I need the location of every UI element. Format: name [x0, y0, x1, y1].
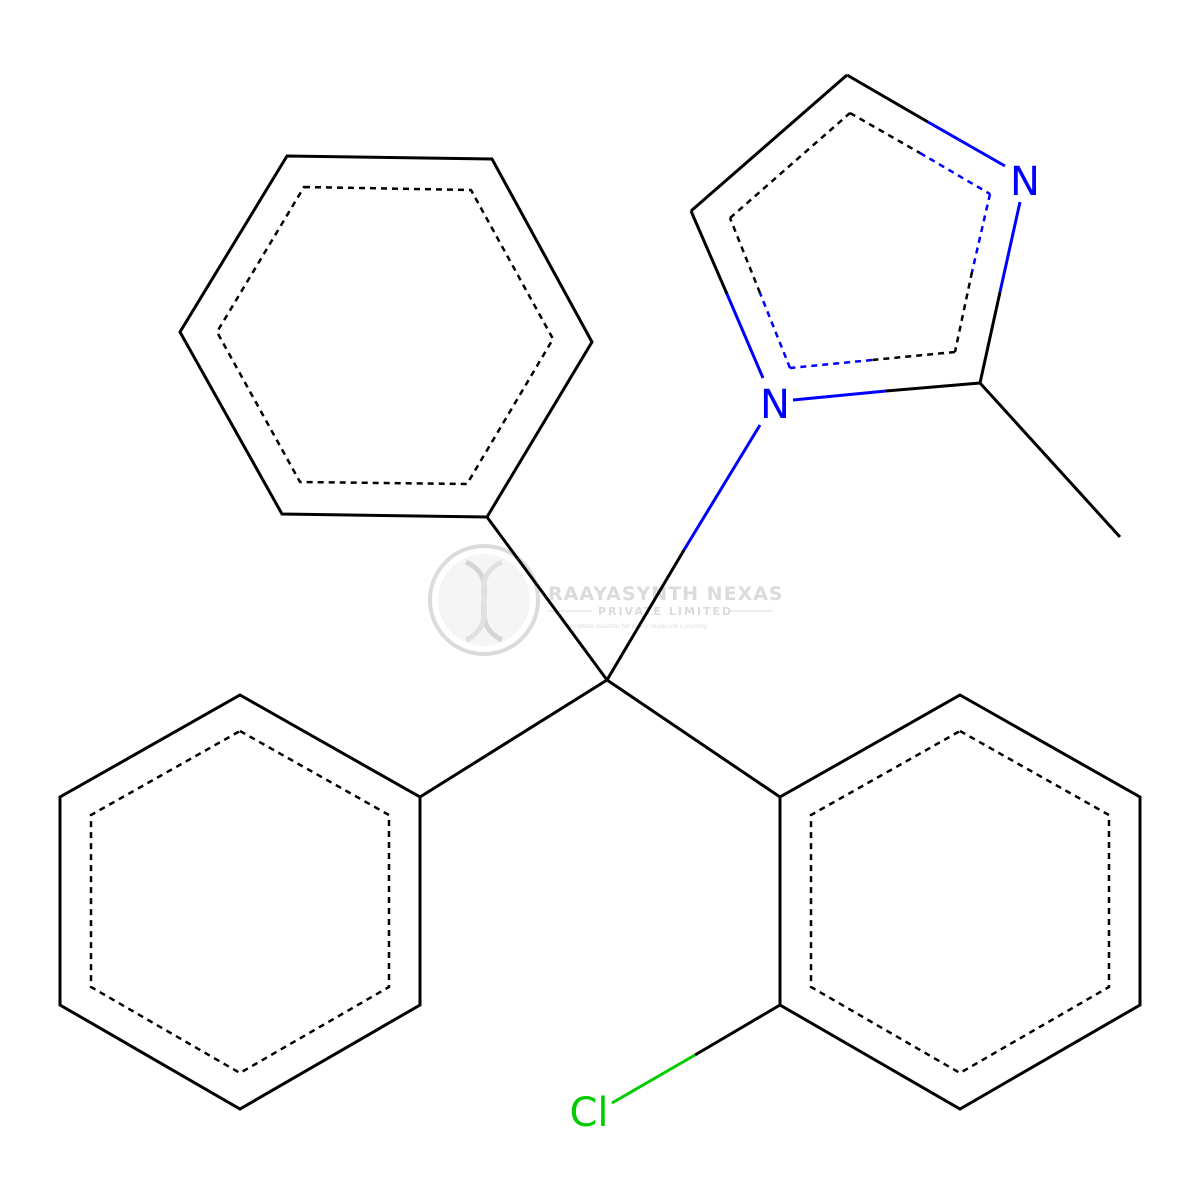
imidazole-dash-c2-n1-c	[871, 350, 956, 362]
bond-ring-to-cl-c-half	[694, 1003, 781, 1057]
watermark-logo-ring	[428, 544, 540, 656]
phenyl-ring-left-aromatic-circle	[89, 729, 391, 1075]
imidazole-bond-n3-c2-n-half	[998, 201, 1022, 293]
imidazole-dash-c4-c5	[729, 112, 851, 219]
imidazole-dash-c5-n1-c	[728, 217, 762, 294]
imidazole-bond-c4-n3-n-half	[927, 120, 1006, 168]
watermark: RAAYASYNTH NEXAS PRIVATE LIMITED complet…	[428, 544, 784, 656]
chlorine-bond	[611, 1003, 781, 1105]
watermark-subtitle: PRIVATE LIMITED	[598, 605, 733, 618]
imidazole-dash-c4-n3-n	[919, 151, 991, 196]
bond-central-to-left-phenyl	[419, 678, 608, 799]
imidazole-aromatic-circle	[728, 111, 992, 370]
imidazole-dash-c5-n1-n	[758, 292, 792, 369]
bond-methyl	[978, 381, 1122, 539]
imidazole-bond-c2-n1-c-half	[885, 381, 981, 393]
imidazole-bond-n3-c2-c-half	[978, 291, 1002, 384]
bond-ring-to-cl-cl-half	[611, 1053, 696, 1105]
central-carbon-bonds	[419, 424, 781, 799]
imidazole-bond-c5-n1-c-half	[689, 210, 729, 295]
watermark-title: RAAYASYNTH NEXAS	[548, 583, 784, 605]
atom-label-n-pyrrole: N	[760, 382, 790, 428]
imidazole-ring	[689, 73, 1022, 402]
imidazole-dash-c2-n1-n	[789, 358, 873, 370]
bond-central-to-top-phenyl	[485, 516, 609, 681]
imidazole-bond-c4-n3-c-half	[846, 73, 929, 124]
imidazole-dash-c4-n3-c	[849, 111, 921, 155]
imidazole-bond-c2-n1-n-half	[792, 389, 887, 402]
watermark-tagline: complete solution for every molecule's j…	[566, 623, 708, 630]
bond-central-to-imidazole-n-half	[682, 424, 762, 551]
watermark-helix-icon-strand	[464, 559, 504, 643]
imidazole-bond-c4-c5	[690, 73, 848, 213]
bond-central-to-chlorophenyl	[606, 678, 781, 799]
atom-label-chlorine: Cl	[569, 1090, 608, 1136]
imidazole-dash-n3-c2-c	[953, 271, 974, 353]
atom-label-n-imine: N	[1010, 159, 1040, 205]
chlorophenyl-ring-aromatic-circle	[809, 729, 1111, 1075]
imidazole-dash-n3-c2-n	[970, 193, 992, 273]
imidazole-bond-c5-n1-n-half	[725, 293, 765, 379]
watermark-helix-icon	[464, 559, 504, 643]
bond-central-to-imidazole-c-half	[605, 549, 686, 681]
phenyl-ring-top-aromatic-circle	[215, 185, 555, 486]
watermark-logo-disc	[438, 554, 530, 646]
